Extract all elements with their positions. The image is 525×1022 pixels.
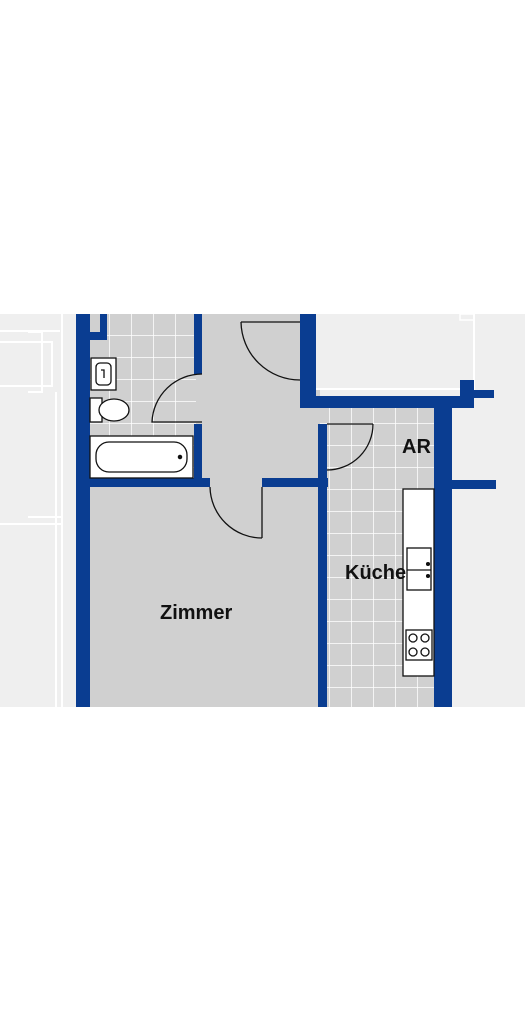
kitchen-door: [326, 423, 374, 471]
zimmer-floor: [90, 484, 322, 707]
kitchen-fixtures: [402, 488, 435, 677]
room-label-ar: AR: [402, 436, 431, 458]
exterior-lines: [0, 314, 63, 707]
stove-icon: [405, 629, 433, 661]
bathroom-door: [151, 373, 203, 423]
floor-plan: Zimmer Küche AR: [0, 314, 525, 707]
adjacent-room-corner: [459, 314, 475, 321]
room-label-zimmer: Zimmer: [160, 602, 232, 624]
bathroom-fixtures: [89, 357, 194, 479]
hallway-floor: [196, 314, 320, 484]
walls: [76, 314, 496, 707]
kitchen-sink-icon: [406, 547, 432, 591]
zimmer-door: [209, 486, 263, 539]
doors: [151, 321, 374, 539]
ar-floor: [320, 404, 438, 484]
entrance-door: [240, 321, 301, 381]
room-label-kueche: Küche: [345, 562, 406, 584]
adjacent-room-outline: [313, 314, 475, 390]
